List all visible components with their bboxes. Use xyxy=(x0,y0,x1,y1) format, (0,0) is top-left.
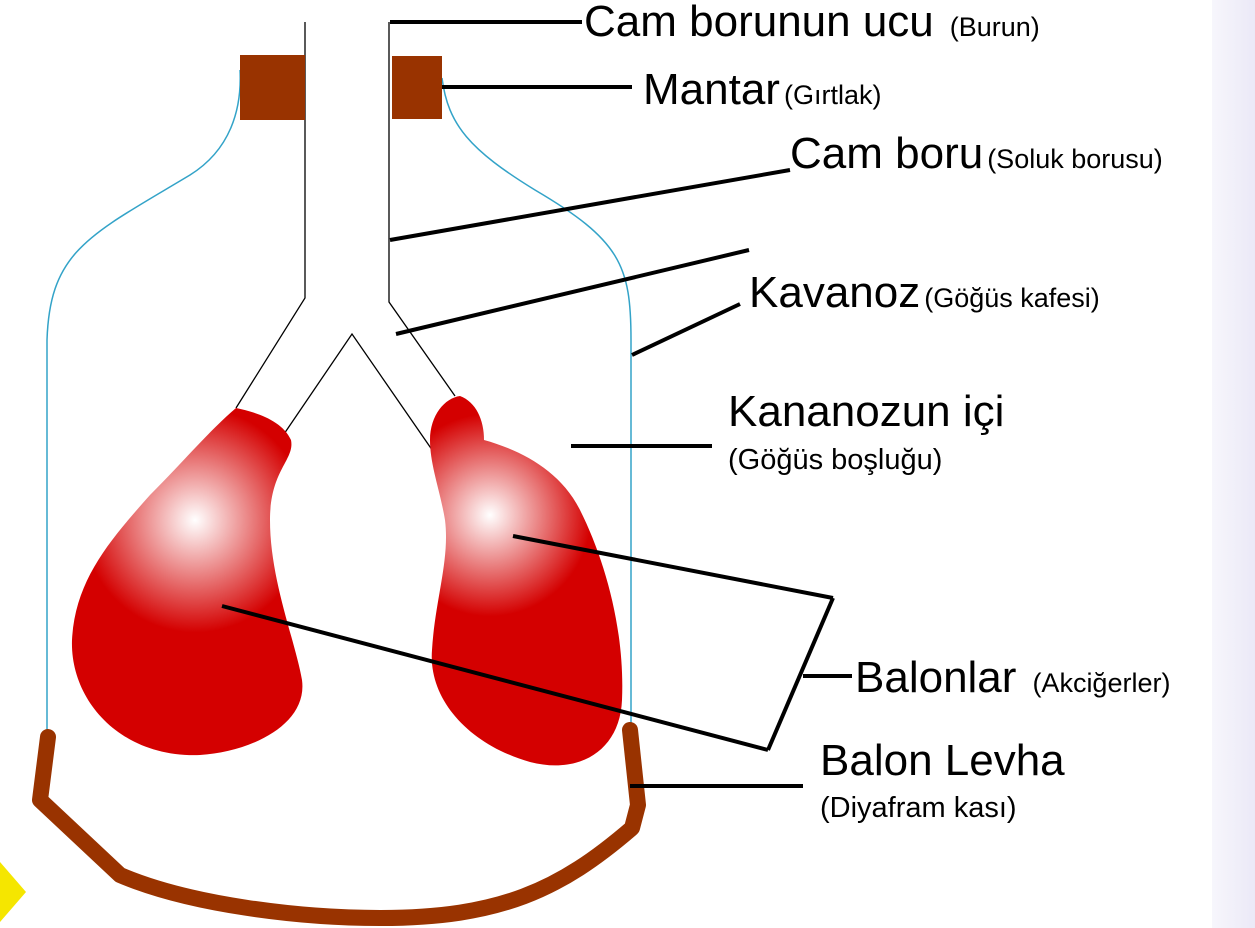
glass-tube-right-wall xyxy=(388,22,456,397)
lung-right xyxy=(430,396,623,766)
label-balloons-main: Balonlar xyxy=(855,653,1016,702)
label-membrane-sub: (Diyafram kası) xyxy=(820,792,1017,824)
label-balloons-sub: (Akciğerler) xyxy=(1032,668,1170,698)
label-tube-sub: (Soluk borusu) xyxy=(987,144,1163,174)
label-membrane-main: Balon Levha xyxy=(820,736,1065,785)
label-jar-inside-sub: (Göğüs boşluğu) xyxy=(728,444,942,476)
label-tube: Cam boru (Soluk borusu) xyxy=(790,129,1163,178)
diaphragm-membrane xyxy=(32,722,646,926)
label-jar: Kavanoz (Göğüs kafesi) xyxy=(749,268,1100,317)
jar-outline-left xyxy=(46,69,241,730)
leader-tube-2 xyxy=(395,248,750,336)
label-jar-sub: (Göğüs kafesi) xyxy=(924,283,1100,313)
label-balloons: Balonlar (Akciğerler) xyxy=(855,653,1170,702)
label-cork: Mantar (Gırtlak) xyxy=(643,65,881,114)
cork-left xyxy=(240,55,305,120)
label-jar-inside-main: Kananozun içi xyxy=(728,387,1004,436)
leader-balloon-left xyxy=(221,604,769,752)
label-jar-main: Kavanoz xyxy=(749,268,920,317)
side-band xyxy=(1212,0,1255,928)
leader-balloon-right xyxy=(512,534,834,600)
leader-tube xyxy=(389,168,791,242)
lung-left xyxy=(71,408,303,756)
glass-tube-fork xyxy=(283,332,447,471)
label-nose-sub: (Burun) xyxy=(950,12,1040,42)
label-tube-main: Cam boru xyxy=(790,129,983,178)
jar-outline-right xyxy=(441,77,632,725)
corner-marker xyxy=(0,862,26,922)
cork-right xyxy=(392,56,442,119)
label-cork-sub: (Gırtlak) xyxy=(784,80,882,110)
leader-balloon-bracket xyxy=(766,597,835,751)
label-nose-main: Cam borunun ucu xyxy=(584,0,934,46)
label-cork-main: Mantar xyxy=(643,65,780,114)
label-nose: Cam borunun ucu (Burun) xyxy=(584,0,1040,46)
leader-jar xyxy=(631,302,741,357)
